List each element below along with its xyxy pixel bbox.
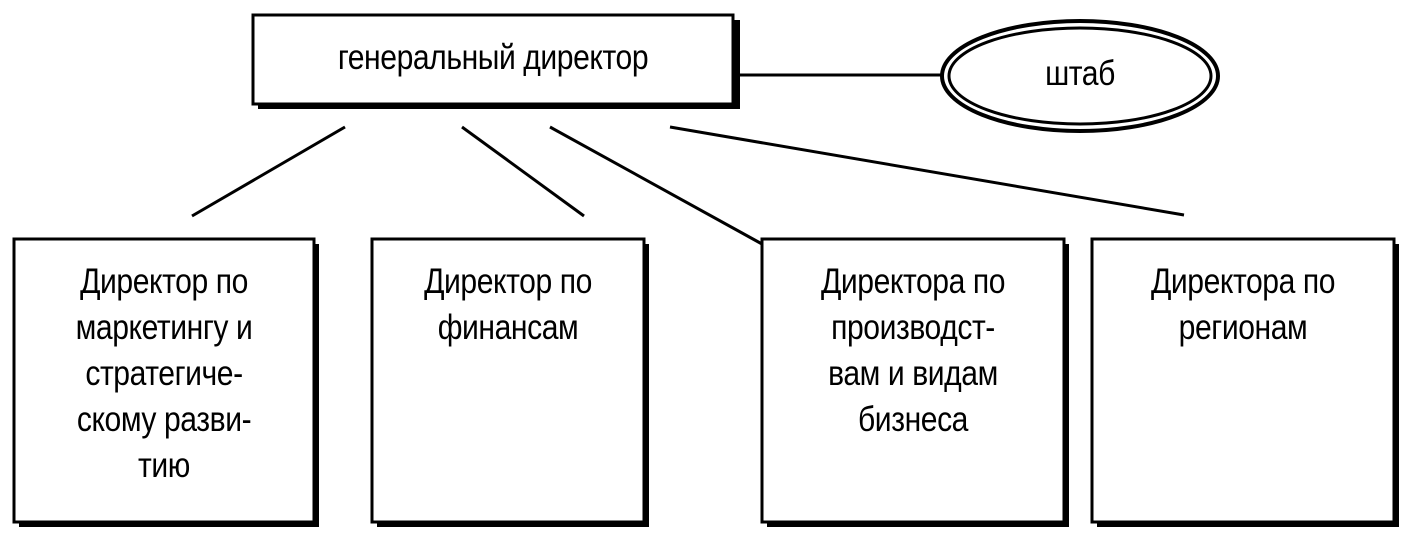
finance-box xyxy=(370,237,646,524)
connector-ceo-marketing xyxy=(191,125,346,218)
marketing-box xyxy=(12,237,316,524)
marketing-director-label: Директор по маркетингу и стратегиче- ско… xyxy=(75,262,253,485)
production-box xyxy=(760,237,1066,524)
ceo-box xyxy=(251,13,735,106)
regional-directors-label: Директора по регионам xyxy=(1150,262,1336,347)
staff-label: штаб xyxy=(1045,54,1115,93)
ceo-label: генеральный директор xyxy=(337,38,649,77)
connector-ceo-finance xyxy=(461,125,585,218)
connector-ceo-production xyxy=(549,125,763,246)
finance-director-label: Директор по финансам xyxy=(424,262,592,347)
regions-box xyxy=(1090,237,1396,524)
staff-ellipse-inner xyxy=(947,26,1213,126)
production-directors-label: Директора по производст- вам и видам биз… xyxy=(820,262,1006,439)
connector-ceo-regions xyxy=(669,125,1185,217)
